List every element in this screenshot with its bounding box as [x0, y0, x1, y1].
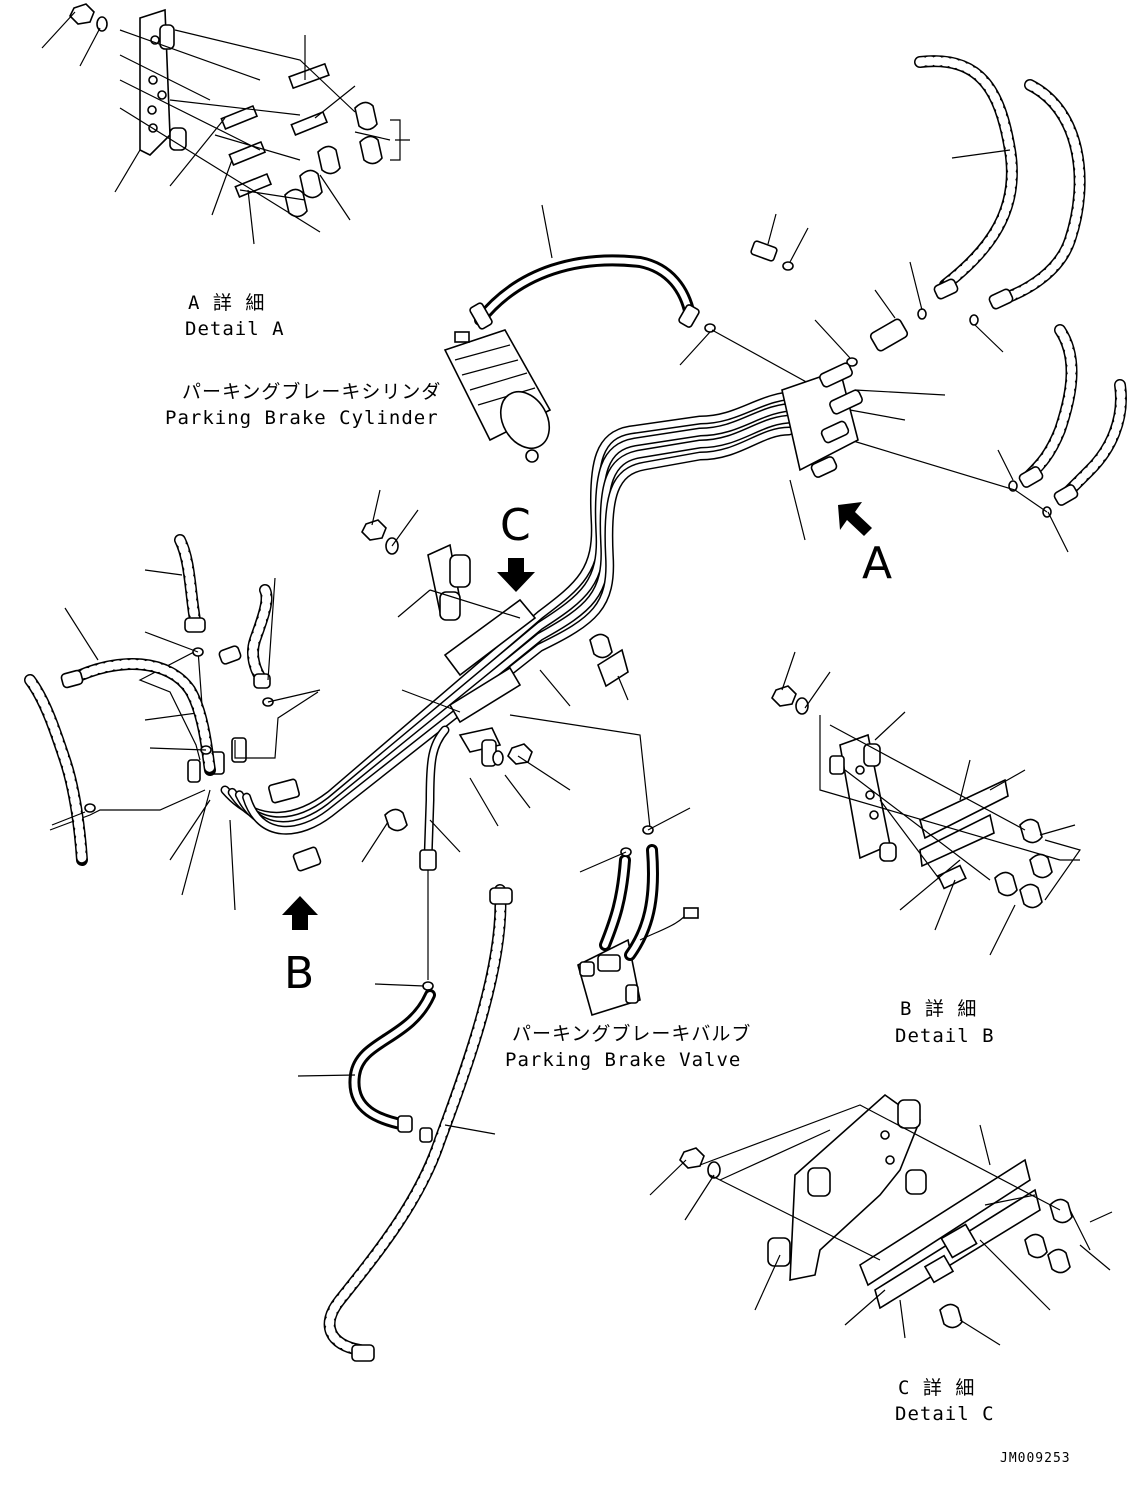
- pipe-line-4: [243, 428, 793, 834]
- view-marker-b: B: [284, 948, 314, 999]
- detail-b-drawing: [771, 651, 1081, 956]
- view-arrow-a: [838, 502, 872, 536]
- detail-c-label-en: Detail C: [895, 1403, 995, 1425]
- detail-c-label-jp: C 詳 細: [898, 1377, 975, 1399]
- drawing-number: JM009253: [1000, 1451, 1071, 1466]
- lower-hoses: [297, 884, 513, 1362]
- view-marker-a: A: [862, 538, 892, 589]
- view-arrow-b: [282, 896, 318, 930]
- detail-b-label-en: Detail B: [895, 1025, 995, 1047]
- parking-brake-valve-label-en: Parking Brake Valve: [505, 1049, 741, 1071]
- detail-a-label-jp: A 詳 細: [188, 292, 265, 314]
- top-right-hoses: [750, 55, 1127, 553]
- view-marker-c: C: [500, 500, 531, 551]
- parking-brake-cylinder-label-jp: パーキングブレーキシリンダ: [182, 380, 441, 403]
- parking-brake-valve-label-jp: パーキングブレーキバルブ: [512, 1022, 751, 1045]
- left-hoses: [24, 534, 321, 866]
- parking-brake-valve-drawing: [577, 807, 699, 1017]
- detail-c-drawing: [649, 1093, 1113, 1346]
- view-arrow-c: [497, 558, 535, 592]
- detail-a-drawing: [41, 3, 410, 245]
- detail-a-label-en: Detail A: [185, 318, 285, 340]
- detail-b-label-jp: B 詳 細: [900, 998, 977, 1020]
- main-pipe-bundle: [49, 362, 863, 991]
- parking-brake-cylinder-label-en: Parking Brake Cylinder: [165, 407, 439, 429]
- parking-brake-cylinder-drawing: [443, 204, 811, 463]
